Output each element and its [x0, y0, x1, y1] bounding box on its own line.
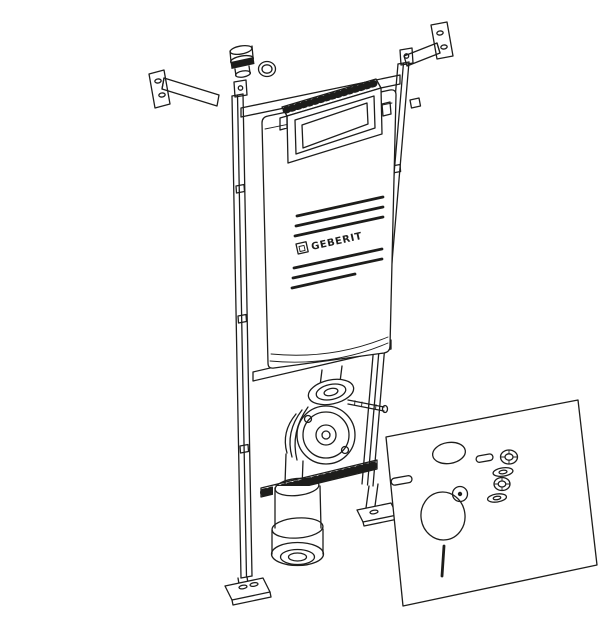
- drain-bend: [269, 477, 326, 567]
- mat-hole-oval: [431, 441, 467, 465]
- flush-cone-seal: [307, 365, 355, 406]
- wall-bracket-left: [148, 69, 220, 109]
- sound-insulation-mat: [385, 399, 598, 607]
- mat-slot-left: [390, 475, 413, 486]
- foot-left: [224, 576, 272, 606]
- threaded-rod: [347, 399, 389, 414]
- fastener-bottom: [486, 476, 511, 503]
- mat-slot-right: [475, 453, 494, 463]
- access-shaft: [279, 78, 392, 164]
- installation-frame-drawing: GEBERIT: [148, 21, 598, 607]
- mat-center-mark: [440, 544, 446, 578]
- fastener-top: [492, 449, 519, 478]
- inlet-fitting: [229, 44, 255, 78]
- mat-cutout-keyhole: [420, 485, 469, 541]
- product-illustration: GEBERIT: [40, 16, 600, 616]
- wall-bracket-right: [403, 21, 454, 67]
- frame-rail-left: [231, 79, 253, 579]
- geberit-logo-icon: [295, 241, 309, 255]
- o-ring: [257, 60, 277, 78]
- outlet-elbow-flange: [284, 405, 356, 489]
